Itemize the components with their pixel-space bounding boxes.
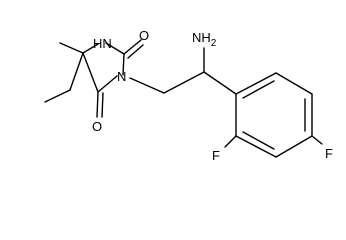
bond-c2-o-double-a bbox=[123, 39, 142, 55]
bond-c4-methyl bbox=[59, 42, 84, 54]
atom-label-nh2-subscript: 2 bbox=[211, 38, 217, 49]
bond-c2-n3 bbox=[122, 53, 125, 76]
bond-c5-o-double-b bbox=[101, 92, 104, 118]
bond-c4-n1 bbox=[82, 43, 99, 54]
atom-label-nh2-main: NH bbox=[192, 30, 211, 45]
atom-label-f-ortho: F bbox=[212, 148, 220, 162]
atom-label-f-para: F bbox=[325, 146, 333, 161]
atom-label-nh: HN bbox=[93, 36, 112, 51]
atom-label-n-ring: N bbox=[117, 69, 126, 84]
bond-n1-c2 bbox=[105, 42, 125, 55]
molecule-structure: HN O N O NH2 F F bbox=[44, 28, 333, 162]
bond-n3-c5 bbox=[97, 75, 118, 93]
atom-label-o-top: O bbox=[139, 28, 149, 43]
bond-ar2-ar3 bbox=[275, 72, 313, 95]
bond-c5-o-double-a bbox=[96, 91, 99, 118]
bond-ch-aryl bbox=[203, 71, 237, 95]
bond-ar1-ar2 bbox=[235, 72, 277, 95]
bond-c2-o-double-b bbox=[127, 44, 144, 59]
bond-ethyl-ch3 bbox=[44, 89, 71, 103]
bond-ar6-f bbox=[224, 135, 237, 148]
bond-aromatic-inner-c bbox=[242, 131, 275, 150]
bond-ar5-ar6 bbox=[235, 135, 277, 158]
bond-c4-ethyl bbox=[69, 52, 84, 91]
bond-ar4-f bbox=[311, 135, 323, 145]
atom-label-o-bottom: O bbox=[92, 119, 102, 134]
bond-aromatic-inner-a bbox=[242, 80, 275, 99]
bond-c5-c4 bbox=[82, 52, 99, 93]
bond-n3-ch2 bbox=[129, 77, 165, 94]
bond-ar4-ar5 bbox=[275, 135, 313, 158]
bond-ch2-ch bbox=[163, 71, 205, 94]
atom-label-nh2: NH2 bbox=[192, 30, 217, 49]
